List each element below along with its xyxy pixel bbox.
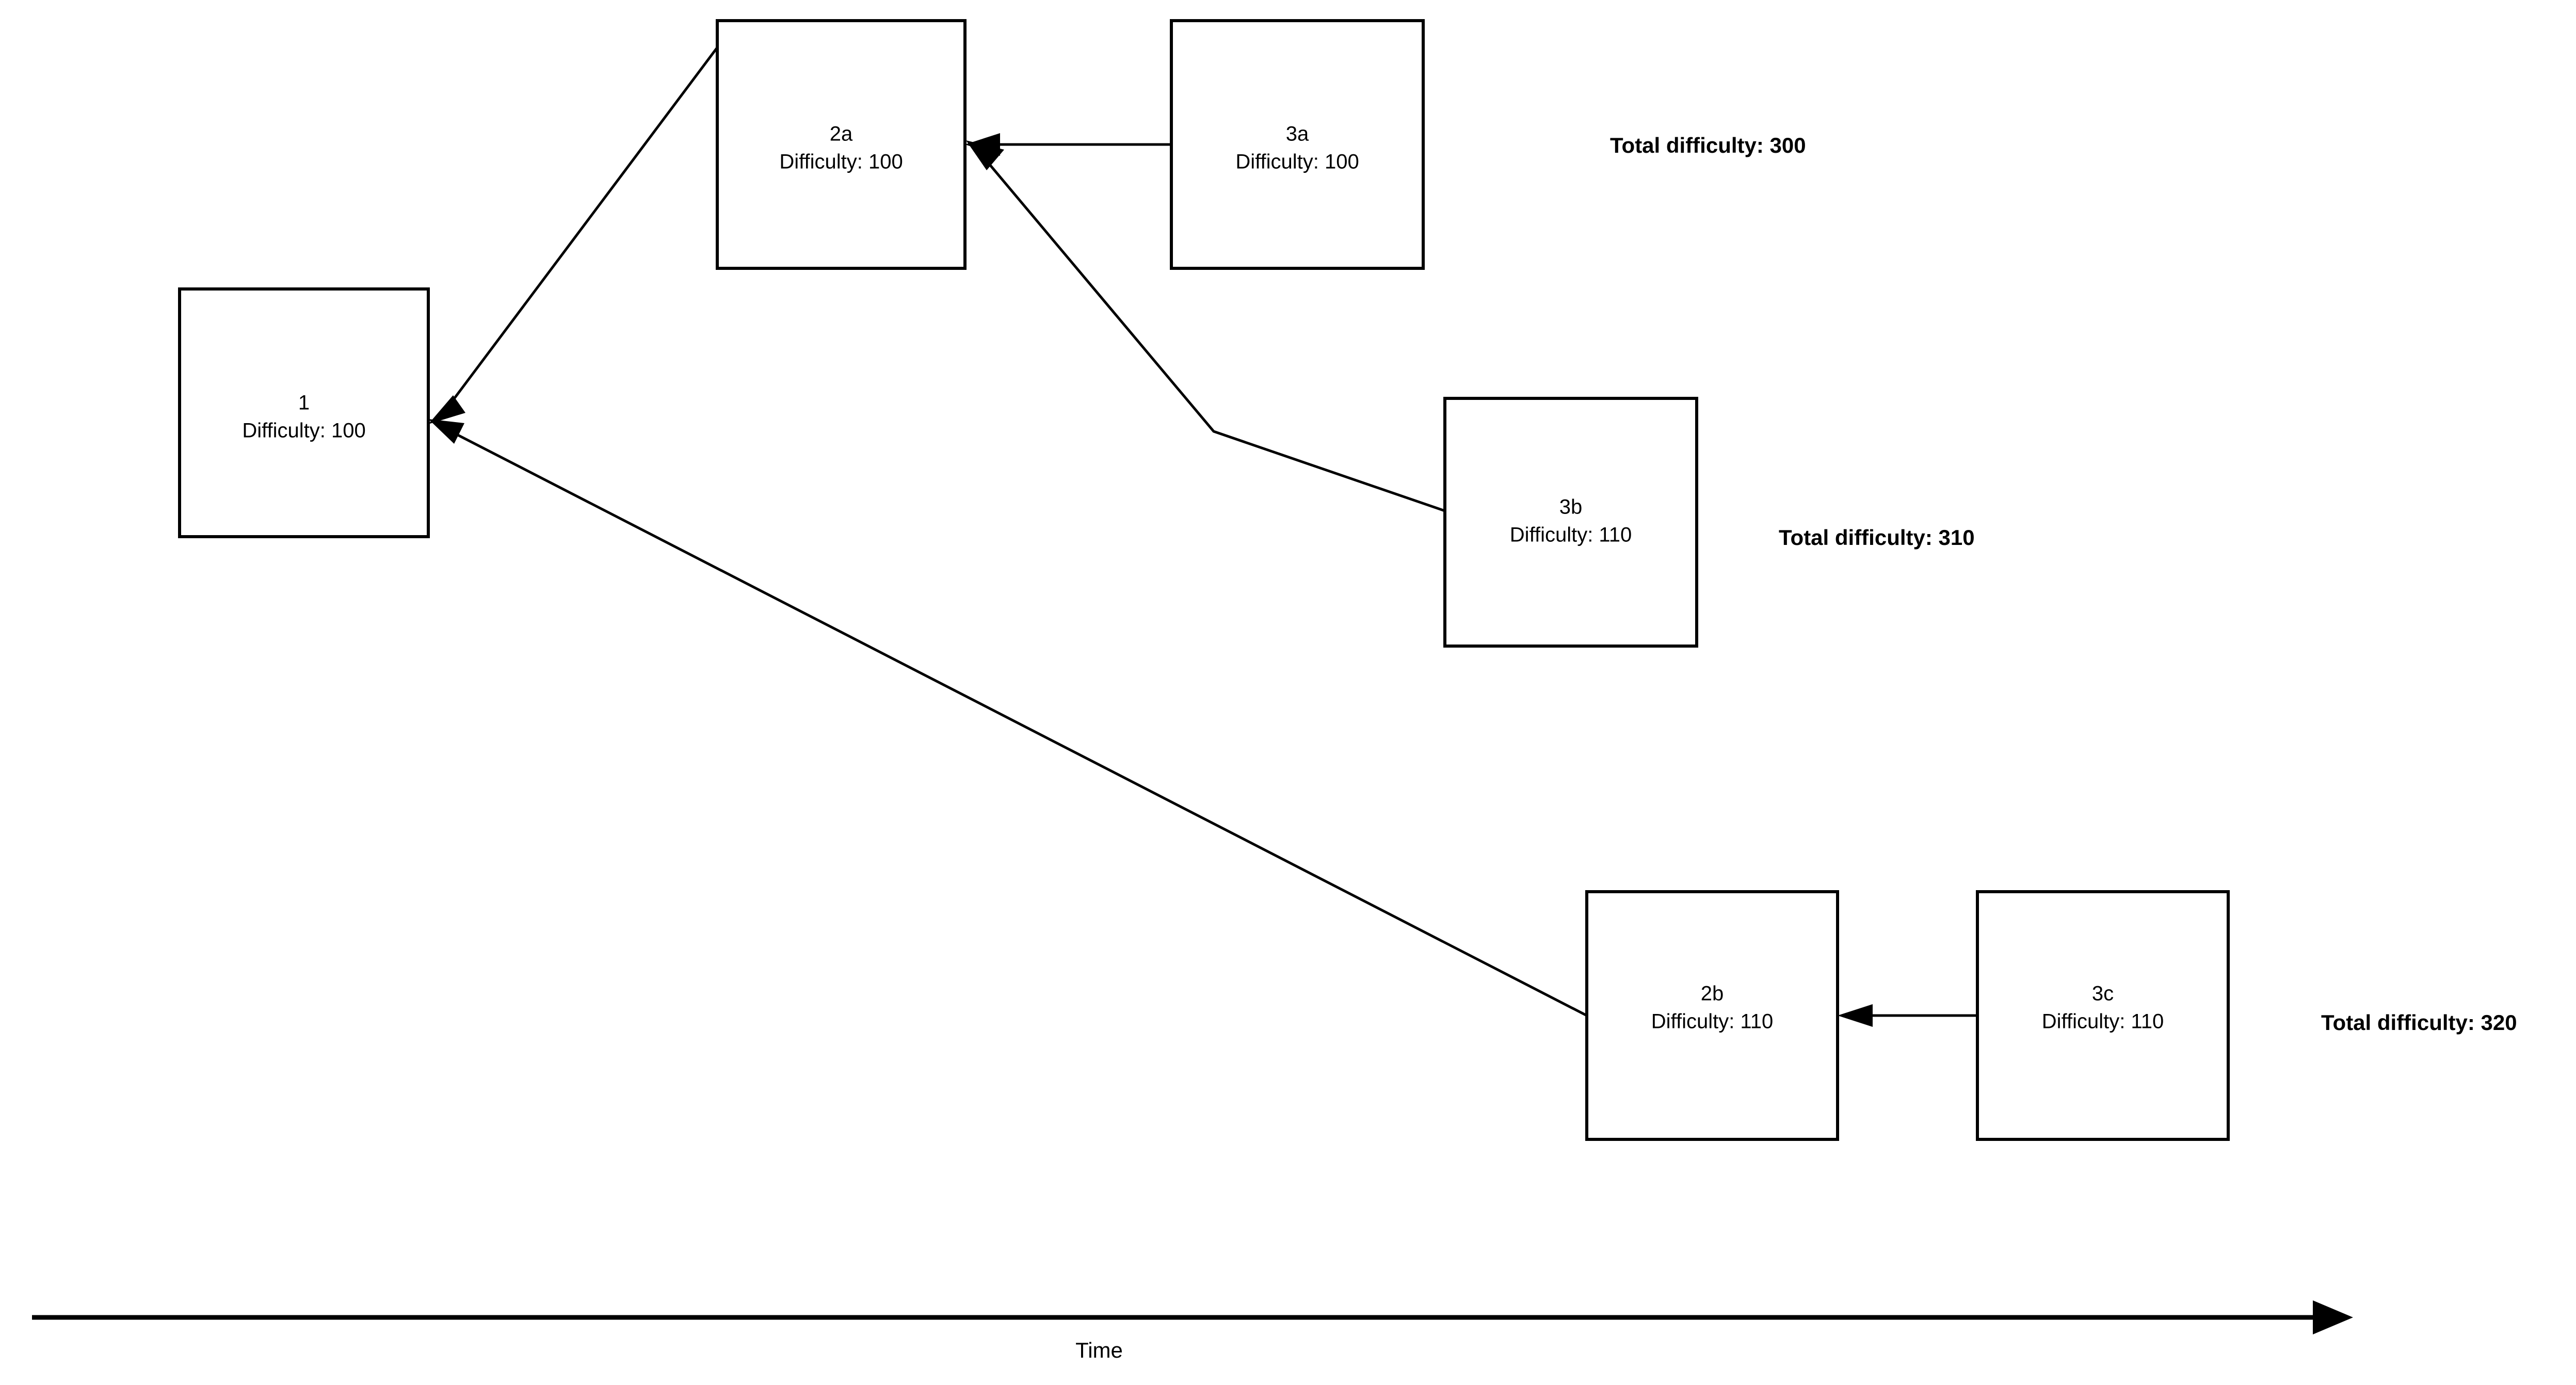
node-layer: 1 Difficulty: 100 2a Difficulty: 100 3a … — [178, 19, 2230, 1141]
node-1-difficulty: Difficulty: 100 — [242, 420, 365, 442]
node-3a-difficulty: Difficulty: 100 — [1235, 151, 1359, 173]
edge-3c-to-2b — [1838, 1004, 1977, 1027]
time-axis: Time — [32, 1300, 2353, 1362]
node-3c-difficulty: Difficulty: 110 — [2042, 1010, 2164, 1033]
node-2b-box[interactable] — [1585, 890, 1839, 1141]
edge-2a-to-1-arrowhead — [428, 395, 465, 424]
edge-3b-to-2a — [966, 140, 1445, 512]
node-1[interactable]: 1 Difficulty: 100 — [178, 287, 430, 538]
edge-2b-to-1 — [428, 419, 1588, 1017]
node-2b[interactable]: 2b Difficulty: 110 — [1585, 890, 1839, 1141]
node-3a-box[interactable] — [1170, 19, 1425, 270]
total-difficulty-310: Total difficulty: 310 — [1779, 525, 1975, 550]
edge-2b-to-1-line — [444, 427, 1588, 1017]
node-2a[interactable]: 2a Difficulty: 100 — [716, 19, 967, 270]
edge-2b-to-1-arrowhead — [428, 419, 464, 444]
node-3a[interactable]: 3a Difficulty: 100 — [1170, 19, 1425, 270]
totals-layer: Total difficulty: 300 Total difficulty: … — [1610, 133, 2517, 1035]
edge-3b-to-2a-line — [980, 154, 1445, 512]
time-axis-arrowhead-icon — [2313, 1300, 2353, 1334]
edge-layer — [428, 46, 1977, 1027]
node-2b-title: 2b — [1701, 983, 1724, 1005]
node-2a-title: 2a — [830, 123, 853, 146]
edge-2a-to-1 — [428, 46, 719, 424]
node-2a-difficulty: Difficulty: 100 — [779, 151, 903, 173]
total-difficulty-300: Total difficulty: 300 — [1610, 133, 1806, 157]
node-3b-title: 3b — [1559, 496, 1583, 519]
edge-3b-to-2a-arrowhead — [966, 140, 1004, 170]
edge-3c-to-2b-arrowhead — [1838, 1004, 1873, 1027]
node-2b-difficulty: Difficulty: 110 — [1651, 1010, 1773, 1033]
total-difficulty-320: Total difficulty: 320 — [2321, 1010, 2517, 1035]
node-3b-box[interactable] — [1443, 397, 1698, 648]
node-2a-box[interactable] — [716, 19, 967, 270]
node-3b-difficulty: Difficulty: 110 — [1510, 524, 1632, 546]
node-1-box[interactable] — [178, 287, 430, 538]
node-3c[interactable]: 3c Difficulty: 110 — [1976, 890, 2230, 1141]
node-3c-box[interactable] — [1976, 890, 2230, 1141]
node-3b[interactable]: 3b Difficulty: 110 — [1443, 397, 1698, 648]
time-axis-label: Time — [1075, 1338, 1123, 1362]
node-3c-title: 3c — [2092, 983, 2114, 1005]
node-3a-title: 3a — [1286, 123, 1309, 146]
node-1-title: 1 — [298, 392, 310, 414]
edge-2a-to-1-line — [441, 46, 719, 415]
